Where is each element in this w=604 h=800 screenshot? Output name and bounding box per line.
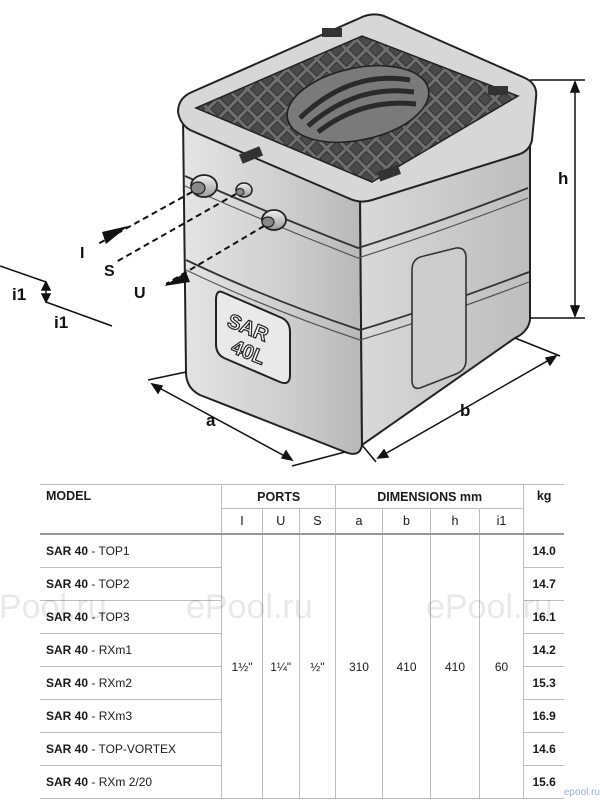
table-header-row: MODEL PORTS DIMENSIONS mm kg [40,484,564,535]
subheader-i1: i1 [478,508,525,535]
port-inlet [190,174,218,198]
header-model: MODEL [40,484,223,535]
subheader-b: b [381,508,432,535]
label-dim-b: b [460,401,470,420]
model-suffix: - RXm 2/20 [88,775,153,789]
model-suffix: - RXm2 [88,676,133,690]
table-row: SAR 40 - RXm 2/20 15.6 [40,765,564,799]
dimension-i1 [0,265,113,327]
label-port-S: S [104,263,115,280]
model-cell: SAR 40 - TOP3 [40,600,223,634]
model-prefix: SAR 40 [46,742,89,756]
tank-body [181,116,531,455]
outlet-arrow-icon [164,272,190,286]
tank-lid [176,13,538,203]
port-outlet [261,209,287,231]
label-port-U: U [134,285,146,302]
product-plate: SAR 40L [215,290,291,385]
product-drawing: SAR 40L I S U h a [0,13,585,467]
model-cell: SAR 40 - TOP2 [40,567,223,601]
label-port-I: I [80,245,84,262]
table-row: SAR 40 - RXm3 16.9 [40,699,564,733]
inlet-arrow-icon [102,226,128,244]
label-dim-i1-bottom: i1 [54,313,68,332]
spec-table: MODEL PORTS DIMENSIONS mm kg I U S a b h… [40,484,564,799]
model-suffix: - TOP-VORTEX [88,742,177,756]
model-cell: SAR 40 - RXm3 [40,699,223,733]
cell-dim-h: 410 [430,533,480,799]
cell-port-S: ½" [298,533,337,799]
model-prefix: SAR 40 [46,643,89,657]
table-row: SAR 40 - RXm1 14.2 [40,633,564,667]
model-cell: SAR 40 - RXm2 [40,666,223,700]
kg-cell: 16.1 [523,600,564,634]
model-prefix: SAR 40 [46,544,89,558]
dimension-h [530,79,585,319]
header-dimensions: DIMENSIONS mm [335,484,525,509]
table-row: SAR 40 - TOP1 1½" 1¼" ½" 310 410 410 60 … [40,533,564,799]
table-subheader-row: I U S a b h i1 [40,508,564,535]
port-suction [235,182,253,198]
model-prefix: SAR 40 [46,676,89,690]
subheader-h: h [430,508,480,535]
model-suffix: - RXm3 [88,709,133,723]
model-suffix: - TOP2 [88,577,130,591]
table-row: SAR 40 - TOP-VORTEX 14.6 [40,732,564,766]
model-prefix: SAR 40 [46,577,89,591]
dimension-b [361,337,561,463]
site-mark: epool.ru [563,787,600,798]
model-cell: SAR 40 - TOP1 [40,533,223,568]
label-dim-i1-side: i1 [12,285,26,304]
dimension-a [147,371,346,467]
cell-port-U: 1¼" [261,533,300,799]
label-dim-a: a [206,411,216,430]
kg-cell: 14.2 [523,633,564,667]
model-prefix: SAR 40 [46,610,89,624]
kg-cell: 14.0 [523,533,564,568]
table-row: SAR 40 - RXm2 15.3 [40,666,564,700]
kg-cell: 14.7 [523,567,564,601]
kg-cell: 14.6 [523,732,564,766]
cell-dim-i1: 60 [478,533,525,799]
kg-cell: 15.3 [523,666,564,700]
header-ports: PORTS [221,484,337,509]
cell-dim-b: 410 [381,533,432,799]
model-cell: SAR 40 - RXm1 [40,633,223,667]
subheader-U: U [261,508,300,535]
spec-table-body: SAR 40 - TOP1 1½" 1¼" ½" 310 410 410 60 … [40,533,564,799]
cell-dim-a: 310 [335,533,383,799]
subheader-I: I [221,508,263,535]
model-suffix: - RXm1 [88,643,133,657]
model-suffix: - TOP1 [88,544,130,558]
label-dim-h: h [558,169,568,188]
model-cell: SAR 40 - RXm 2/20 [40,765,223,799]
kg-cell: 16.9 [523,699,564,733]
model-cell: SAR 40 - TOP-VORTEX [40,732,223,766]
model-prefix: SAR 40 [46,775,89,789]
header-kg: kg [523,484,564,535]
subheader-a: a [335,508,383,535]
model-suffix: - TOP3 [88,610,130,624]
kg-cell: 15.6 [523,765,564,799]
table-row: SAR 40 - TOP3 16.1 [40,600,564,634]
cell-port-I: 1½" [221,533,263,799]
subheader-S: S [298,508,337,535]
model-prefix: SAR 40 [46,709,89,723]
